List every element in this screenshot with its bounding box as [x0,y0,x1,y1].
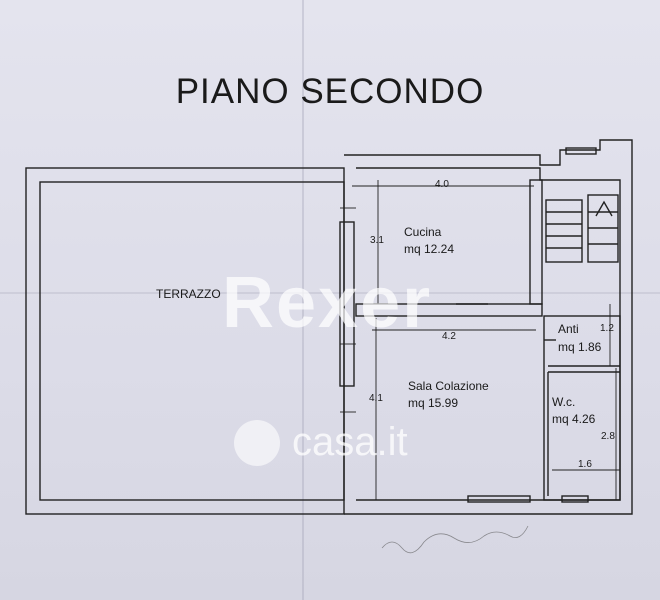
room-wc-name: W.c. [552,395,576,409]
stair-wall [529,179,543,305]
room-cucina-name: Cucina [404,225,442,239]
casa-watermark: casa.it [292,420,408,464]
dim-cucina-width: 4.0 [435,179,449,190]
dim-wc-width: 1.6 [578,459,592,470]
stair-left [545,199,583,263]
room-anti-name: Anti [558,322,579,336]
room-terrazzo-label: TERRAZZO [156,287,221,301]
room-wc-area: mq 4.26 [552,412,596,426]
kitchen-sala-wall [355,303,543,317]
dim-wc-depth: 2.8 [601,431,615,442]
room-sala-area: mq 15.99 [408,396,459,410]
stair-arrow [595,200,613,217]
house-outer-wall [344,139,633,515]
dim-sala-width: 4.2 [442,331,456,342]
window-wc [561,495,589,503]
floor-title: PIANO SECONDO [175,72,485,111]
paper-fold-vertical [302,0,304,600]
dim-cucina-depth: 3.1 [370,235,384,246]
rexer-watermark: Rexer [222,263,433,343]
terrace-inner-wall [39,181,345,501]
window-sala [467,495,531,503]
dim-anti-depth: 1.2 [600,323,614,334]
dividing-wall-left [339,221,355,387]
window-top [565,147,597,155]
room-sala-name: Sala Colazione [408,379,489,393]
room-anti-area: mq 1.86 [558,340,602,354]
anti-wc-block [543,315,621,501]
paper-fold-horizontal [0,292,660,294]
room-cucina-area: mq 12.24 [404,242,455,256]
casa-logo-icon [234,420,280,466]
dim-sala-depth: 4.1 [369,393,383,404]
